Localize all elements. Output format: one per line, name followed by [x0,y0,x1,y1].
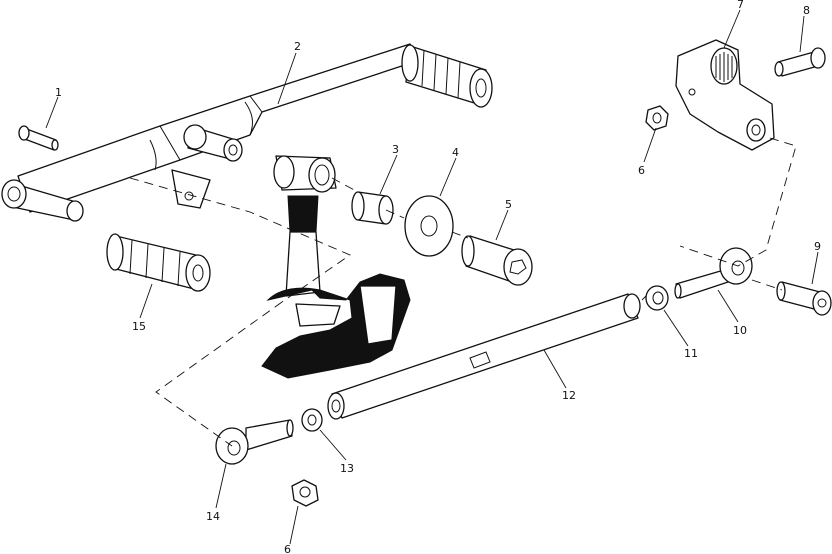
callout-9: 9 [814,240,821,253]
part-12-shift-rod [327,293,641,420]
center-shift-lever-casting [261,155,411,379]
callout-2: 2 [294,40,301,53]
callout-15: 15 [132,320,146,333]
part-10-rod-end-right [674,247,753,299]
callout-1: 1 [55,86,62,99]
callout-7: 7 [737,0,744,11]
callout-5: 5 [505,198,512,211]
part-6-nut-lower [291,479,319,507]
callout-8: 8 [803,4,810,17]
assembly-lines [129,137,797,447]
part-4-washer [404,195,454,257]
part-3-bushing [351,191,394,225]
callout-labels: 1 2 3 4 5 6 6 7 8 9 10 11 12 13 14 15 [55,0,821,554]
part-9-bolt [776,281,832,316]
callout-14: 14 [206,510,220,523]
callout-3: 3 [392,143,399,156]
callout-6-lower: 6 [284,543,291,554]
part-13-jam-nut [301,408,323,432]
callout-12: 12 [562,389,576,402]
callout-13: 13 [340,462,354,475]
part-15-footpeg [106,233,211,292]
part-7-bracket [675,39,775,151]
part-8-bolt [774,47,826,77]
callout-4: 4 [452,146,459,159]
part-5-bolt [461,235,533,286]
callout-11: 11 [684,347,698,360]
part-2-shift-lever [1,43,493,222]
part-1-pin [18,125,59,151]
part-11-jam-nut [645,285,669,311]
part-6-nut-upper [645,105,669,131]
leader-lines [45,9,819,545]
part-14-rod-end-left [215,419,294,465]
callout-10: 10 [733,324,747,337]
callout-6-upper: 6 [638,164,645,177]
